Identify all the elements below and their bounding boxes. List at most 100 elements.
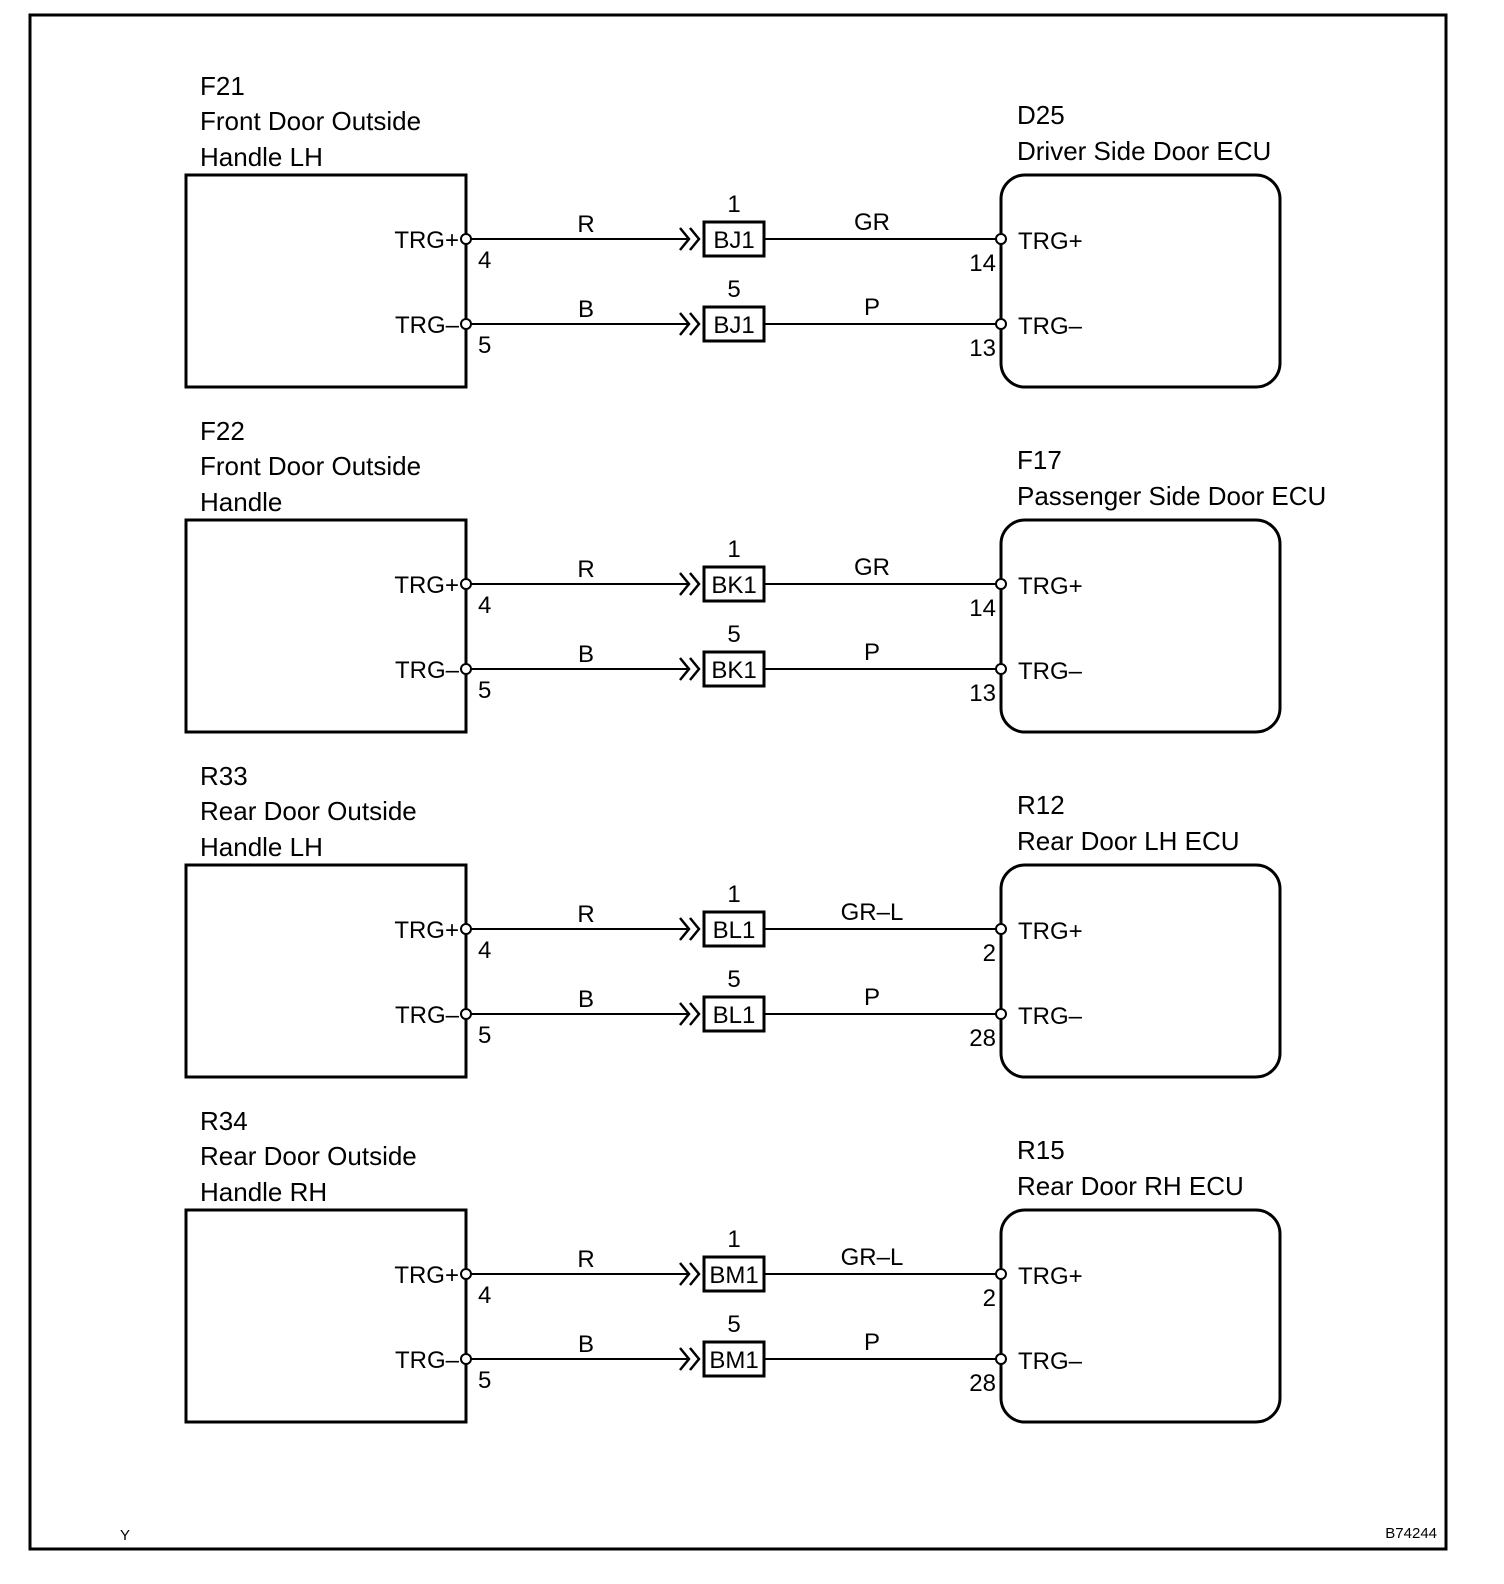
wire-color-right: GR <box>854 554 890 581</box>
right-pin-number: 2 <box>983 1285 996 1312</box>
right-pin-number: 2 <box>983 940 996 967</box>
inline-connector-code: BL1 <box>713 917 756 944</box>
left-component-code: R33 <box>200 761 248 791</box>
right-component-code: D25 <box>1017 100 1065 130</box>
outer-frame <box>28 13 1448 1551</box>
right-component-code: F17 <box>1017 445 1062 475</box>
right-component-name: Passenger Side Door ECU <box>1017 481 1326 511</box>
wire-color-right: GR–L <box>841 899 904 926</box>
right-signal-label: TRG+ <box>1018 228 1083 255</box>
left-signal-label: TRG– <box>395 657 460 684</box>
inline-connector-box <box>702 650 766 688</box>
wire-color-left: R <box>577 211 594 238</box>
left-terminal <box>460 663 472 675</box>
right-terminal <box>995 923 1007 935</box>
inline-connector-code: BJ1 <box>713 227 754 254</box>
inline-connector-pin: 5 <box>727 276 740 303</box>
inline-connector-pin: 5 <box>727 1311 740 1338</box>
right-signal-label: TRG+ <box>1018 918 1083 945</box>
connector-chevron-icon <box>679 572 701 596</box>
left-terminal <box>460 233 472 245</box>
left-component-name-line: Rear Door Outside <box>200 796 417 826</box>
right-signal-label: TRG+ <box>1018 573 1083 600</box>
right-ecu-box <box>999 518 1282 734</box>
left-signal-label: TRG– <box>395 312 460 339</box>
inline-connector-box <box>702 1340 766 1378</box>
inline-connector-pin: 1 <box>727 1226 740 1253</box>
inline-connector-code: BK1 <box>711 657 756 684</box>
right-signal-label: TRG– <box>1018 1003 1083 1030</box>
inline-connector-box <box>702 995 766 1033</box>
left-pin-number: 4 <box>478 592 491 619</box>
right-ecu-box <box>999 173 1282 389</box>
inline-connector-code: BK1 <box>711 572 756 599</box>
left-component-code: F22 <box>200 416 245 446</box>
left-component-box <box>184 863 468 1079</box>
left-pin-number: 5 <box>478 1022 491 1049</box>
left-pin-number: 5 <box>478 677 491 704</box>
right-terminal <box>995 233 1007 245</box>
wire-color-right: P <box>864 984 880 1011</box>
left-pin-number: 4 <box>478 247 491 274</box>
wire-color-right: GR <box>854 209 890 236</box>
left-component-name-line: Rear Door Outside <box>200 1141 417 1171</box>
left-component-box <box>184 173 468 389</box>
right-pin-number: 28 <box>969 1370 996 1397</box>
right-pin-number: 13 <box>969 680 996 707</box>
wire-color-left: R <box>577 1246 594 1273</box>
right-terminal <box>995 1268 1007 1280</box>
left-signal-label: TRG– <box>395 1002 460 1029</box>
connector-chevron-icon <box>679 1347 701 1371</box>
left-component-name-line: Handle LH <box>200 142 323 172</box>
left-component-name-line: Handle <box>200 487 282 517</box>
left-component-name-line: Handle LH <box>200 832 323 862</box>
right-signal-label: TRG– <box>1018 658 1083 685</box>
wire-color-left: R <box>577 556 594 583</box>
connector-chevron-icon <box>679 312 701 336</box>
left-pin-number: 4 <box>478 937 491 964</box>
inline-connector-box <box>702 565 766 603</box>
wire-color-right: P <box>864 1329 880 1356</box>
wire-color-left: B <box>578 1331 594 1358</box>
left-component-name-line: Handle RH <box>200 1177 327 1207</box>
right-component-code: R12 <box>1017 790 1065 820</box>
left-component-name-line: Front Door Outside <box>200 451 421 481</box>
inline-connector-code: BM1 <box>709 1262 758 1289</box>
inline-connector-pin: 5 <box>727 966 740 993</box>
connector-chevron-icon <box>679 917 701 941</box>
footer-left-mark: Y <box>120 1527 130 1544</box>
left-component-code: F21 <box>200 71 245 101</box>
left-pin-number: 5 <box>478 1367 491 1394</box>
left-component-box <box>184 1208 468 1424</box>
left-signal-label: TRG+ <box>394 917 459 944</box>
left-signal-label: TRG+ <box>394 1262 459 1289</box>
right-signal-label: TRG– <box>1018 313 1083 340</box>
inline-connector-box <box>702 220 766 258</box>
left-terminal <box>460 578 472 590</box>
left-signal-label: TRG+ <box>394 572 459 599</box>
left-pin-number: 4 <box>478 1282 491 1309</box>
connector-chevron-icon <box>679 227 701 251</box>
left-component-box <box>184 518 468 734</box>
connector-chevron-icon <box>679 1262 701 1286</box>
left-terminal <box>460 923 472 935</box>
right-terminal <box>995 578 1007 590</box>
right-terminal <box>995 663 1007 675</box>
right-signal-label: TRG+ <box>1018 1263 1083 1290</box>
wire-color-right: P <box>864 639 880 666</box>
inline-connector-pin: 1 <box>727 191 740 218</box>
right-terminal <box>995 318 1007 330</box>
right-component-name: Driver Side Door ECU <box>1017 136 1271 166</box>
